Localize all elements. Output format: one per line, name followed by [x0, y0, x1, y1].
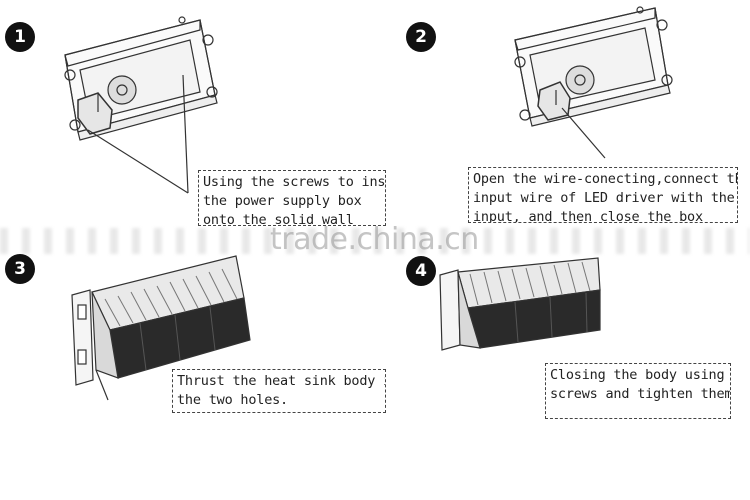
- step-3-number: 3: [14, 259, 26, 279]
- step-4-number: 4: [415, 261, 427, 281]
- step-3-line-1: Thrust the heat sink body into: [177, 373, 385, 389]
- step-1-line-1: Using the screws to install: [203, 174, 386, 190]
- step-1-number: 1: [14, 27, 26, 47]
- step-1-line-3: onto the solid wall: [203, 212, 354, 226]
- step-2-callout: Open the wire-conecting,connect the inpu…: [468, 167, 738, 223]
- step-2-line-2: input wire of LED driver with the AC: [473, 190, 738, 206]
- step-3-line-2: the two holes.: [177, 392, 288, 408]
- step-2-badge: 2: [406, 22, 436, 52]
- step-4-line-1: Closing the body using: [550, 367, 725, 383]
- step-3-badge: 3: [5, 254, 35, 284]
- step-1-callout: Using the screws to install the power su…: [198, 170, 386, 226]
- watermark: trade.china.cn: [270, 222, 479, 257]
- step-2-line-1: Open the wire-conecting,connect the: [473, 171, 738, 187]
- step-1-line-2: the power supply box: [203, 193, 362, 209]
- step-2-number: 2: [415, 27, 427, 47]
- step-2-line-3: input, and then close the box: [473, 209, 703, 223]
- step-1-badge: 1: [5, 22, 35, 52]
- blurred-band: [0, 228, 750, 254]
- step-4-line-2: screws and tighten them.: [550, 386, 731, 402]
- step-4-callout: Closing the body using screws and tighte…: [545, 363, 731, 419]
- step-4-badge: 4: [406, 256, 436, 286]
- step-3-callout: Thrust the heat sink body into the two h…: [172, 369, 386, 413]
